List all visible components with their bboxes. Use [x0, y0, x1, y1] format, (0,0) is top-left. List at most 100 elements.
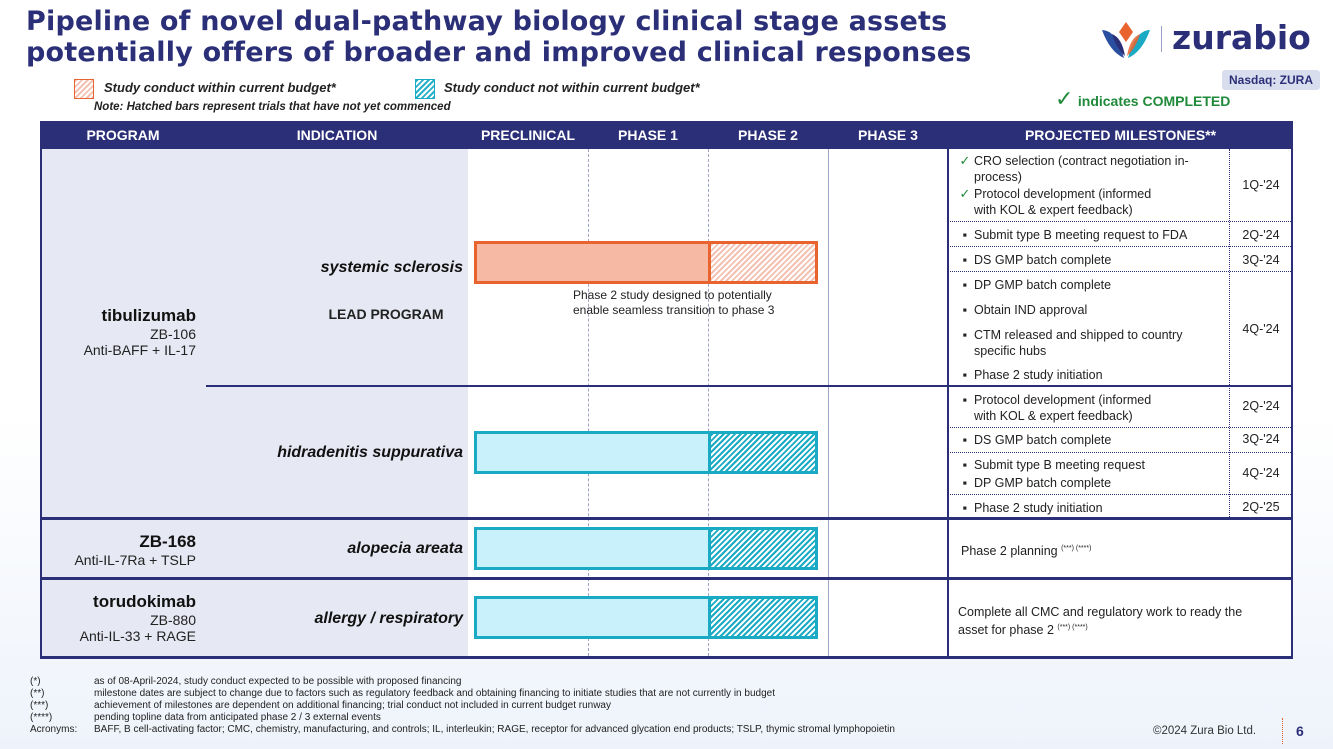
quarter-hs-3: 2Q-'25	[1242, 500, 1280, 514]
footnote: Acronyms:BAFF, B cell-activating factor;…	[30, 724, 895, 735]
program-name: tibulizumab	[101, 306, 196, 325]
header-milestones: PROJECTED MILESTONES**	[1024, 127, 1217, 143]
milestone-hs-2: ▪Submit type B meeting request	[962, 458, 1145, 472]
legend-note: Note: Hatched bars represent trials that…	[94, 101, 451, 113]
divider-milestones	[947, 149, 949, 656]
header-indication: INDICATION	[296, 127, 378, 143]
bar-hs-solid	[474, 431, 711, 474]
quarter-ssc-0: 1Q-'24	[1242, 178, 1280, 192]
milestone-ssc-2: ▪Submit type B meeting request to FDA	[962, 228, 1188, 242]
milestone-hs-4: ▪Phase 2 study initiation	[962, 501, 1103, 515]
milestone-ssc-6: ▪CTM released and shipped to country spe…	[962, 328, 1183, 358]
separator-zb168	[40, 517, 1293, 520]
milestone-ssc-3: ▪DS GMP batch complete	[962, 253, 1112, 267]
indication-allergy-respiratory: allergy / respiratory	[314, 610, 463, 627]
milestone-separator	[950, 221, 1291, 222]
footnote: (****)pending topline data from anticipa…	[30, 712, 381, 723]
copyright: ©2024 Zura Bio Ltd.	[1153, 725, 1257, 737]
bar-allergy-hatched	[708, 596, 818, 639]
milestone-separator	[950, 271, 1291, 272]
check-icon: ✓	[959, 153, 971, 168]
logo-divider	[1161, 26, 1162, 52]
header-phase2: PHASE 2	[738, 127, 798, 143]
legend-not-within-text: Study conduct not within current budget*	[444, 80, 700, 95]
program-zb168: ZB-168 Anti-IL-7Ra + TSLP	[42, 532, 196, 568]
completed-legend-text: indicates COMPLETED	[1077, 93, 1231, 109]
bar-note-line2: enable seamless transition to phase 3	[573, 303, 775, 317]
title-line-1: Pipeline of novel dual-pathway biology c…	[26, 6, 948, 37]
zurabio-flower-logo-icon	[1102, 22, 1150, 58]
footnote: (**)milestone dates are subject to chang…	[30, 688, 775, 699]
legend-swatch-not-within	[415, 79, 435, 99]
milestone-ssc-4: ▪DP GMP batch complete	[962, 278, 1112, 292]
quarter-hs-2: 4Q-'24	[1242, 466, 1280, 480]
indication-alopecia-areata: alopecia areata	[347, 540, 463, 557]
quarter-ssc-2: 3Q-'24	[1242, 253, 1280, 267]
page-number: 6	[1296, 723, 1304, 739]
legend-within-text: Study conduct within current budget*	[104, 80, 336, 95]
bar-note: Phase 2 study designed to potentially en…	[573, 288, 823, 318]
table-bottom	[40, 656, 1293, 659]
logo-text: zurabio	[1172, 18, 1311, 57]
completed-legend: ✓ indicates COMPLETED	[1055, 86, 1230, 112]
milestone-separator	[950, 246, 1291, 247]
check-icon: ✓	[959, 186, 971, 201]
quarter-hs-1: 3Q-'24	[1242, 432, 1280, 446]
milestone-separator	[950, 494, 1291, 495]
quarter-hs-0: 2Q-'24	[1242, 399, 1280, 413]
separator-tib-rows	[206, 385, 1293, 387]
milestone-hs-1: ▪DS GMP batch complete	[962, 433, 1112, 447]
indication-systemic-sclerosis: systemic sclerosis	[320, 259, 463, 276]
program-target: Anti-IL-7Ra + TSLP	[74, 552, 196, 568]
zurabio-logo: zurabio	[1100, 18, 1320, 64]
program-name: ZB-168	[139, 532, 196, 551]
program-torudokimab: torudokimab ZB-880 Anti-IL-33 + RAGE	[42, 592, 196, 644]
divider-phase1	[588, 149, 589, 656]
bar-hs-hatched	[708, 431, 818, 474]
bar-ssc-hatched	[708, 241, 818, 284]
bar-allergy-solid	[474, 596, 711, 639]
indication-hidradenitis-suppurativa: hidradenitis suppurativa	[277, 444, 463, 461]
divider-phase3	[828, 149, 829, 656]
footnote: (***)achievement of milestones are depen…	[30, 700, 611, 711]
program-column-bg	[42, 149, 468, 656]
milestone-separator	[950, 452, 1291, 453]
program-target: Anti-IL-33 + RAGE	[79, 628, 196, 644]
header-phase3: PHASE 3	[858, 127, 918, 143]
header-preclinical: PRECLINICAL	[480, 127, 576, 143]
bar-aa-solid	[474, 527, 711, 570]
legend-swatch-within	[74, 79, 94, 99]
milestone-hs-3: ▪DP GMP batch complete	[962, 476, 1112, 490]
divider-quarter	[1229, 149, 1230, 519]
milestone-ssc-5: ▪Obtain IND approval	[962, 303, 1088, 317]
footnotes: (*)as of 08-April-2024, study conduct ex…	[30, 676, 1140, 736]
milestone-ssc-7: ▪Phase 2 study initiation	[962, 368, 1103, 382]
milestone-aa: Phase 2 planning (***) (****)	[961, 544, 1092, 559]
title-line-2: potentially offers of broader and improv…	[26, 37, 972, 68]
footnote: (*)as of 08-April-2024, study conduct ex…	[30, 676, 462, 687]
page-title: Pipeline of novel dual-pathway biology c…	[26, 6, 972, 68]
program-code: ZB-106	[150, 326, 196, 342]
header-phase1: PHASE 1	[618, 127, 678, 143]
milestone-ssc-1: ✓Protocol development (informed with KOL…	[956, 186, 1226, 218]
check-icon: ✓	[1055, 86, 1074, 111]
bar-aa-hatched	[708, 527, 818, 570]
program-code: ZB-880	[150, 612, 196, 628]
quarter-ssc-1: 2Q-'24	[1242, 228, 1280, 242]
divider-phase2	[708, 149, 709, 656]
bar-ssc-solid	[474, 241, 711, 284]
milestone-separator	[950, 427, 1291, 428]
header-program: PROGRAM	[86, 127, 160, 143]
separator-torudokimab	[40, 577, 1293, 580]
quarter-ssc-3: 4Q-'24	[1242, 322, 1280, 336]
program-target: Anti-BAFF + IL-17	[83, 342, 196, 358]
table-header	[40, 121, 1293, 149]
program-name: torudokimab	[93, 592, 196, 611]
milestone-allergy: Complete all CMC and regulatory work to …	[958, 605, 1243, 638]
milestone-ssc-0: ✓CRO selection (contract negotiation in-…	[956, 153, 1226, 185]
milestone-hs-0: ▪Protocol development (informed with KOL…	[962, 393, 1152, 423]
program-tibulizumab: tibulizumab ZB-106 Anti-BAFF + IL-17	[42, 306, 196, 358]
bar-note-line1: Phase 2 study designed to potentially	[573, 288, 772, 302]
lead-program-label: LEAD PROGRAM	[328, 306, 444, 322]
nasdaq-badge: Nasdaq: ZURA	[1222, 70, 1321, 90]
